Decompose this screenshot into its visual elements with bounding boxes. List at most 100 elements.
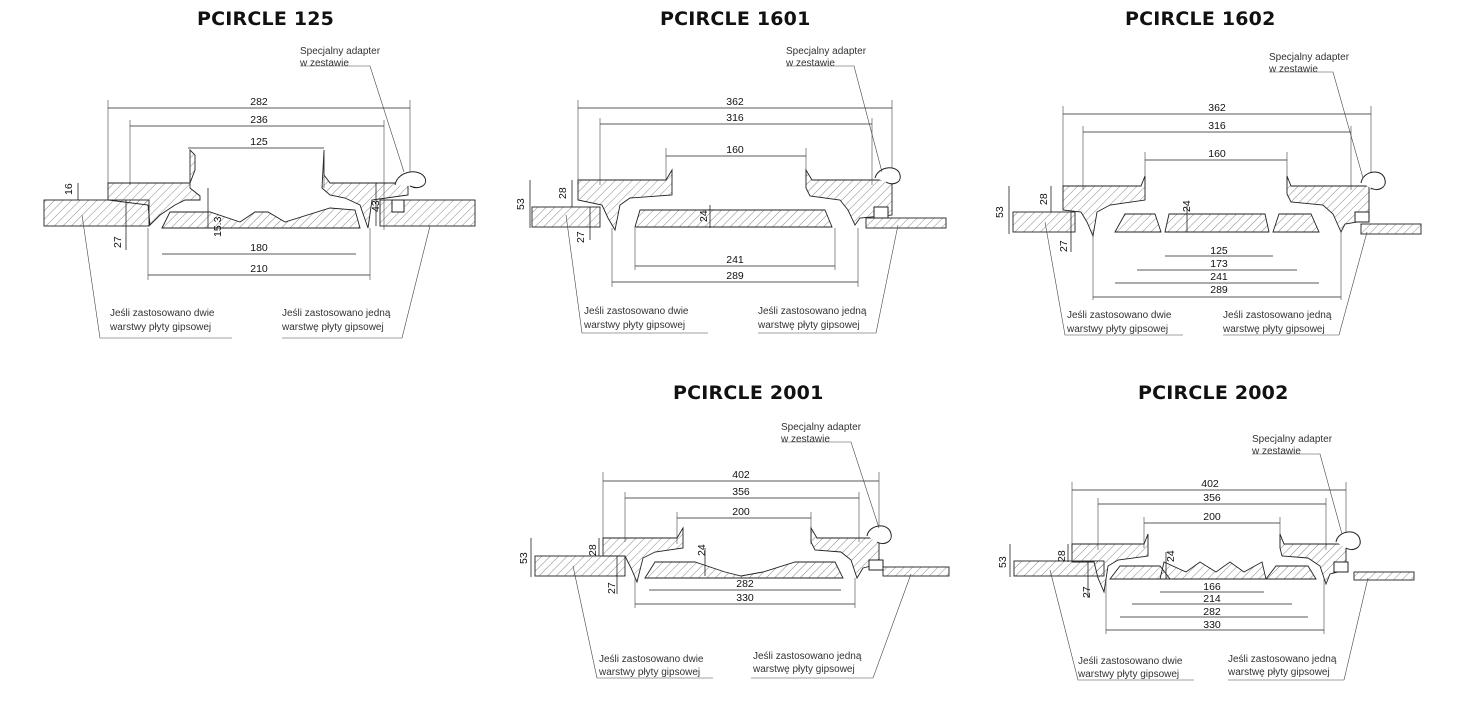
diffuser-body: [602, 526, 880, 584]
svg-text:160: 160: [726, 144, 744, 156]
dim-outer: 362: [1062, 102, 1372, 190]
dim-bottom: 330: [634, 578, 856, 608]
svg-text:warstwę płyty gipsowej: warstwę płyty gipsowej: [752, 664, 855, 675]
svg-text:214: 214: [1203, 593, 1221, 605]
svg-text:282: 282: [736, 578, 754, 590]
panel-title: PCIRCLE 2001: [673, 382, 824, 404]
dim-stack: 166 214 282 330: [1105, 579, 1325, 634]
dim-flange: 356: [1097, 492, 1327, 550]
svg-text:Jeśli zastosowano jedną: Jeśli zastosowano jedną: [758, 306, 867, 317]
gypsum-board-right: [865, 217, 947, 229]
diffuser-plate-inner: [1164, 213, 1270, 233]
svg-text:362: 362: [1208, 102, 1226, 114]
dim-plate-t: 24: [1165, 550, 1177, 579]
dim-plate-t: 24: [1181, 200, 1193, 232]
dim-neck: 200: [676, 506, 812, 544]
dim-neck: 200: [1143, 511, 1281, 548]
dim-outer: 362: [577, 96, 893, 185]
gypsum-board-left: [534, 555, 626, 577]
svg-text:28: 28: [557, 187, 569, 199]
gypsum-board-left: [1013, 560, 1105, 577]
drawing-pcircle-125: 282 236 125 16 27 43: [43, 46, 476, 339]
svg-text:Specjalny adapter: Specjalny adapter: [1269, 52, 1350, 63]
dim-flange: 316: [599, 112, 873, 185]
diffuser-plate: [644, 561, 844, 579]
adapter: [1333, 531, 1361, 573]
panel-pcircle-125: PCIRCLE 125 282 236 125: [0, 0, 480, 350]
drawing-pcircle-2002: 402 356 200 53 28 27 24: [997, 434, 1415, 681]
dim-neck-label: 125: [250, 136, 268, 148]
svg-text:warstwę płyty gipsowej: warstwę płyty gipsowej: [757, 320, 860, 331]
panel-title: PCIRCLE 125: [197, 8, 335, 30]
svg-text:173: 173: [1210, 258, 1228, 270]
gypsum-board-right: [882, 566, 950, 577]
gypsum-board-right: [1353, 571, 1415, 581]
dim-side-left: 16 27: [63, 183, 127, 250]
panel-title: PCIRCLE 1602: [1125, 8, 1276, 30]
dim-side: 53 28 27: [994, 186, 1072, 252]
svg-text:356: 356: [732, 486, 750, 498]
svg-text:160: 160: [1208, 148, 1226, 160]
dim-side-right: 43: [370, 183, 382, 226]
drawing-pcircle-1601: 362 316 160 53 28 27 24: [515, 46, 947, 334]
svg-text:w zestawie: w zestawie: [1268, 64, 1318, 75]
svg-text:402: 402: [732, 469, 750, 481]
dim-lip: 15.3: [207, 188, 224, 237]
adapter: [873, 167, 901, 219]
svg-text:warstwy płyty gipsowej: warstwy płyty gipsowej: [1077, 669, 1179, 680]
svg-text:28: 28: [1056, 550, 1068, 562]
adapter: [1354, 171, 1386, 223]
svg-text:316: 316: [1208, 120, 1226, 132]
panel-pcircle-1602: PCIRCLE 1602 362 316 160 53: [975, 0, 1461, 350]
svg-text:warstwy płyty gipsowej: warstwy płyty gipsowej: [598, 667, 700, 678]
dim-plate-t: 24: [698, 205, 711, 228]
svg-text:356: 356: [1203, 492, 1221, 504]
panel-pcircle-2001: PCIRCLE 2001 402 356 200 53 28: [505, 372, 965, 712]
svg-text:Jeśli zastosowano dwie: Jeśli zastosowano dwie: [584, 306, 689, 317]
drawing-pcircle-1602: 362 316 160 53 28 27 24: [994, 52, 1422, 336]
adapter-note-line1: Specjalny adapter: [300, 46, 381, 57]
svg-text:27: 27: [575, 231, 587, 243]
gypsum-board-left: [43, 199, 150, 227]
dim-plate: 241: [634, 228, 836, 270]
adapter-note-line2: w zestawie: [299, 58, 349, 69]
diffuser-body: [577, 168, 893, 232]
svg-text:warstwy płyty gipsowej: warstwy płyty gipsowej: [583, 320, 685, 331]
svg-text:200: 200: [1203, 511, 1221, 523]
svg-text:24: 24: [1165, 550, 1177, 562]
panel-pcircle-1601: PCIRCLE 1601 362 316 160 53 28: [490, 0, 970, 350]
svg-text:289: 289: [1210, 284, 1228, 296]
panel-pcircle-2002: PCIRCLE 2002 402 356 200 53: [990, 372, 1460, 712]
panel-title: PCIRCLE 2002: [1138, 382, 1289, 404]
svg-text:27: 27: [1081, 586, 1093, 598]
dim-flange: 356: [624, 486, 860, 542]
dim-neck: 125: [188, 136, 324, 149]
svg-text:210: 210: [250, 263, 268, 275]
dim-outer: 282: [107, 96, 411, 185]
svg-text:Jeśli zastosowano dwie: Jeśli zastosowano dwie: [1067, 310, 1172, 321]
dim-flange: 236: [129, 114, 385, 230]
dim-side: 53 28 27: [518, 538, 618, 594]
adapter: [866, 525, 892, 571]
svg-text:53: 53: [994, 206, 1006, 218]
svg-text:362: 362: [726, 96, 744, 108]
adapter: [391, 171, 427, 213]
panel-title: PCIRCLE 1601: [660, 8, 811, 30]
svg-text:Jeśli zastosowano jedną: Jeśli zastosowano jedną: [1228, 654, 1337, 665]
svg-text:Jeśli zastosowano jedną: Jeśli zastosowano jedną: [1223, 310, 1332, 321]
svg-text:330: 330: [736, 592, 754, 604]
note-one-layer-line1: Jeśli zastosowano jedną: [282, 308, 391, 319]
dim-flange: 316: [1082, 120, 1352, 190]
svg-text:241: 241: [726, 254, 744, 266]
svg-text:53: 53: [997, 556, 1009, 568]
svg-text:w zestawie: w zestawie: [1251, 446, 1301, 457]
svg-text:28: 28: [1038, 193, 1050, 205]
svg-text:24: 24: [698, 210, 710, 222]
diffuser-plate-inner: [1159, 561, 1267, 580]
dim-plate: 180: [162, 242, 356, 255]
note-one-layer-line2: warstwę płyty gipsowej: [281, 322, 384, 333]
svg-text:200: 200: [732, 506, 750, 518]
svg-text:53: 53: [515, 198, 527, 210]
svg-text:53: 53: [518, 552, 530, 564]
svg-text:180: 180: [250, 242, 268, 254]
